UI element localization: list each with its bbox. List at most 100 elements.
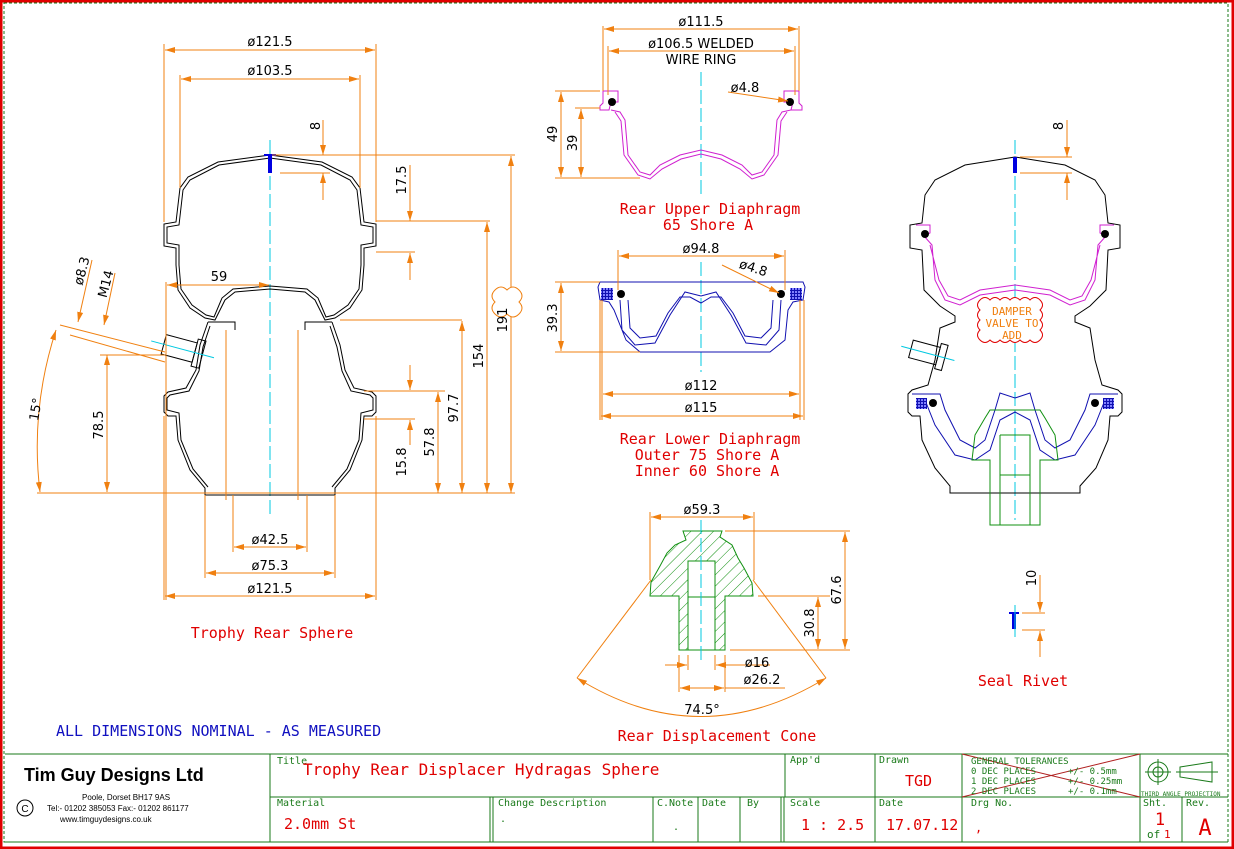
tolerance-places-2: 2 DEC PLACES <box>971 787 1036 797</box>
displacement-cone-label: Rear Displacement Cone <box>618 727 817 745</box>
rear-sphere-view: ø121.5 ø103.5 8 17.5 59 ø8.3 M14 15° 78.… <box>27 35 523 642</box>
sphere-seal-rivet <box>268 155 272 173</box>
dim-57-8: 57.8 <box>423 428 438 457</box>
assembly-cone <box>971 409 1059 526</box>
dim-17-5: 17.5 <box>395 166 410 195</box>
lower-diaphragm-shape <box>597 281 806 353</box>
lower-diaphragm-bead-right <box>790 288 802 300</box>
change-desc-value: . <box>500 814 506 825</box>
assembly-view: DAMPER VALVE TO ADD 8 <box>901 120 1123 526</box>
dim-lower-115: ø115 <box>685 401 718 416</box>
projection-label: THIRD ANGLE PROJECTION <box>1141 791 1221 798</box>
of-caption: of <box>1147 828 1160 841</box>
cnote-caption: C.Note <box>657 798 693 809</box>
dim-top-outer: ø121.5 <box>247 35 292 50</box>
cloud-text-2: VALVE TO <box>986 317 1039 330</box>
sheet-caption: Sht. <box>1143 798 1167 809</box>
dim-cone-30-8: 30.8 <box>803 609 818 638</box>
upper-diaphragm-label-1: Rear Upper Diaphragm <box>620 200 801 218</box>
dim-bottom-mid: ø75.3 <box>252 559 289 574</box>
dim-lower-height: 39.3 <box>546 304 561 333</box>
dim-rivet-depth: 8 <box>309 122 324 130</box>
cloud-text-1: DAMPER <box>992 305 1032 318</box>
dim-upper-49: 49 <box>546 126 561 143</box>
date-caption: Date <box>702 798 726 809</box>
seal-rivet-view: 10 Seal Rivet <box>978 570 1068 690</box>
copyright-icon <box>16 799 34 817</box>
displacement-cone-view: ø59.3 67.6 30.8 ø16 ø26.2 74.5° Rear Dis… <box>576 503 850 745</box>
dim-upper-wire: ø4.8 <box>731 81 760 96</box>
change-desc-caption: Change Description <box>498 798 606 809</box>
date2-caption: Date <box>879 798 903 809</box>
title-block: Tim Guy Designs Ltd Poole, Dorset BH17 9… <box>5 753 1228 843</box>
dimensions-note: ALL DIMENSIONS NOMINAL - AS MEASURED <box>56 722 381 740</box>
assembly-shell <box>907 156 1123 494</box>
assembly-lower-diaphragm <box>912 392 1118 461</box>
dim-port-angle: 15° <box>27 397 46 422</box>
sheet-number: 1 <box>1155 810 1165 830</box>
dim-radius-59: 59 <box>211 270 228 285</box>
dim-top-inner: ø103.5 <box>247 64 292 79</box>
lower-diaphragm-view: ø94.8 ø4.8 39.3 ø112 ø115 Rear Lower Dia… <box>546 242 806 480</box>
dim-cone-67-6: 67.6 <box>830 576 845 605</box>
lower-diaphragm-bead-left <box>601 288 613 300</box>
by-caption: By <box>747 798 759 809</box>
cloud-text-3: ADD <box>1002 329 1022 342</box>
sheet-frame <box>3 2 1229 843</box>
tolerance-places-1: 1 DEC PLACES <box>971 777 1036 787</box>
lower-diaphragm-label-1: Rear Lower Diaphragm <box>620 430 801 448</box>
dim-port-height: 78.5 <box>92 411 107 440</box>
rev-caption: Rev. <box>1186 798 1210 809</box>
company-website: www.timguydesigns.co.uk <box>59 815 153 824</box>
upper-diaphragm-view: ø111.5 ø106.5 WELDED WIRE RING ø4.8 49 3… <box>546 15 803 234</box>
dim-cone-angle: 74.5° <box>684 703 719 718</box>
dim-lower-wire: ø4.8 <box>737 257 769 280</box>
drawn-by: TGD <box>905 772 932 790</box>
dim-97-7: 97.7 <box>447 394 462 423</box>
damper-cloud <box>977 297 1043 343</box>
assembly-port <box>901 339 955 372</box>
company-phone: Tel:- 01202 385053 Fax:- 01202 861177 <box>47 804 189 813</box>
lower-diaphragm-label-2: Outer 75 Shore A <box>635 446 780 464</box>
tolerance-value-0: +/- 0.5mm <box>1068 767 1117 777</box>
upper-diaphragm-label-2: 65 Shore A <box>663 216 753 234</box>
company-name: Tim Guy Designs Ltd <box>24 765 204 785</box>
dim-upper-outer: ø111.5 <box>678 15 723 30</box>
dim-port-thread: M14 <box>96 269 118 300</box>
dim-bottom-outer: ø121.5 <box>247 582 292 597</box>
company-address: Poole, Dorset BH17 9AS <box>82 793 170 802</box>
lower-diaphragm-label-3: Inner 60 Shore A <box>635 462 780 480</box>
material-caption: Material <box>277 798 325 809</box>
dim-191: 191 <box>496 308 511 333</box>
dim-cone-top: ø59.3 <box>684 503 721 518</box>
dim-154: 154 <box>472 344 487 369</box>
tolerance-value-1: +/- 0.25mm <box>1068 777 1122 787</box>
fill-port-fitting <box>151 334 215 369</box>
sphere-lower-shell <box>163 321 377 496</box>
dim-upper-ring-line1: ø106.5 WELDED <box>648 37 754 52</box>
dim-assembly-rivet: 8 <box>1052 122 1067 130</box>
assembly-rivet <box>1013 157 1017 173</box>
dim-upper-ring-line2: WIRE RING <box>666 53 737 68</box>
dim-seal-rivet: 10 <box>1025 570 1040 587</box>
dim-port-dia: ø8.3 <box>72 255 94 287</box>
sheet-total: 1 <box>1164 828 1171 841</box>
appd-caption: App'd <box>790 755 820 766</box>
copyright-letter: C <box>21 804 28 815</box>
scale-caption: Scale <box>790 798 820 809</box>
dim-upper-39: 39 <box>566 135 581 152</box>
tolerance-header: GENERAL TOLERANCES <box>971 757 1069 767</box>
sphere-upper-shell-inner <box>166 157 374 318</box>
rear-sphere-label: Trophy Rear Sphere <box>191 624 354 642</box>
dim-bottom-inner: ø42.5 <box>252 533 289 548</box>
dim-cone-bore: ø16 <box>745 656 770 671</box>
title-caption: Title <box>277 756 307 767</box>
revision-letter: A <box>1198 816 1211 841</box>
revision-cloud-191 <box>491 286 523 318</box>
seal-rivet-label: Seal Rivet <box>978 672 1068 690</box>
dim-cone-shaft: ø26.2 <box>744 673 781 688</box>
dim-lower-112: ø112 <box>685 379 718 394</box>
drawing-title: Trophy Rear Displacer Hydragas Sphere <box>303 760 659 779</box>
third-angle-projection-icon <box>1145 759 1218 785</box>
